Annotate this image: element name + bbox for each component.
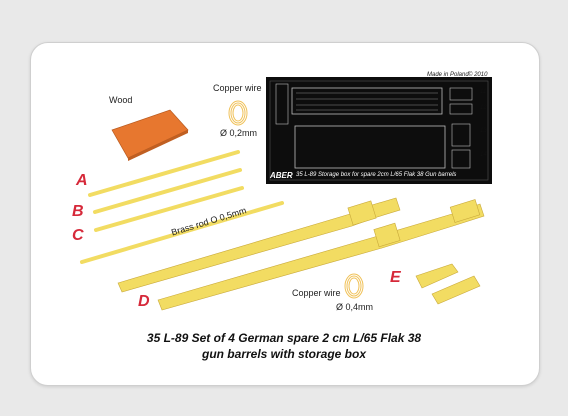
label-wood: Wood <box>109 95 133 105</box>
wood-sheet <box>111 109 189 159</box>
pe-brand: ABER <box>270 171 293 180</box>
wood-sheet-edge <box>128 130 188 161</box>
letter-a: A <box>76 172 88 189</box>
copper-wire-coil-bottom <box>344 273 364 299</box>
pe-made-in: Made in Poland <box>427 72 469 78</box>
brass-rod-a <box>88 150 240 197</box>
caption-line-2: gun barrels with storage box <box>201 347 367 361</box>
flash-hider-2 <box>431 275 481 305</box>
pe-code-desc: 35 L-89 Storage box for spare 2cm L/65 F… <box>296 172 457 178</box>
caption-line-1: 35 L-89 Set of 4 German spare 2 cm L/65 … <box>146 331 422 345</box>
brass-rod-c <box>94 186 244 232</box>
pe-part-12: 12 <box>480 105 487 111</box>
letter-d: D <box>138 293 150 310</box>
letter-e: E <box>390 269 401 286</box>
brass-rod-long <box>80 201 284 264</box>
label-diameter-top: Ø 0,2mm <box>220 128 258 138</box>
pe-part-11: 11 <box>480 89 487 95</box>
brass-rods <box>80 150 284 264</box>
letter-b: B <box>72 203 84 220</box>
photoetch-fret <box>266 77 492 184</box>
gun-barrel-2 <box>157 203 485 311</box>
brass-rod-b <box>93 168 242 214</box>
pe-part-13: 13 <box>480 128 487 134</box>
flash-hider-1 <box>415 263 459 289</box>
pe-part-14: 14 <box>480 152 487 158</box>
label-copper-wire-top: Copper wire <box>213 83 262 93</box>
label-diameter-bottom: Ø 0,4mm <box>336 302 374 312</box>
letter-c: C <box>72 227 84 244</box>
label-copper-wire-bottom: Copper wire <box>292 288 341 298</box>
pe-copyright: © 2010 <box>468 72 488 78</box>
copper-wire-coil-top <box>228 100 248 126</box>
flash-hiders <box>415 263 481 305</box>
gun-barrels <box>117 197 485 311</box>
product-caption: 35 L-89 Set of 4 German spare 2 cm L/65 … <box>0 330 568 362</box>
